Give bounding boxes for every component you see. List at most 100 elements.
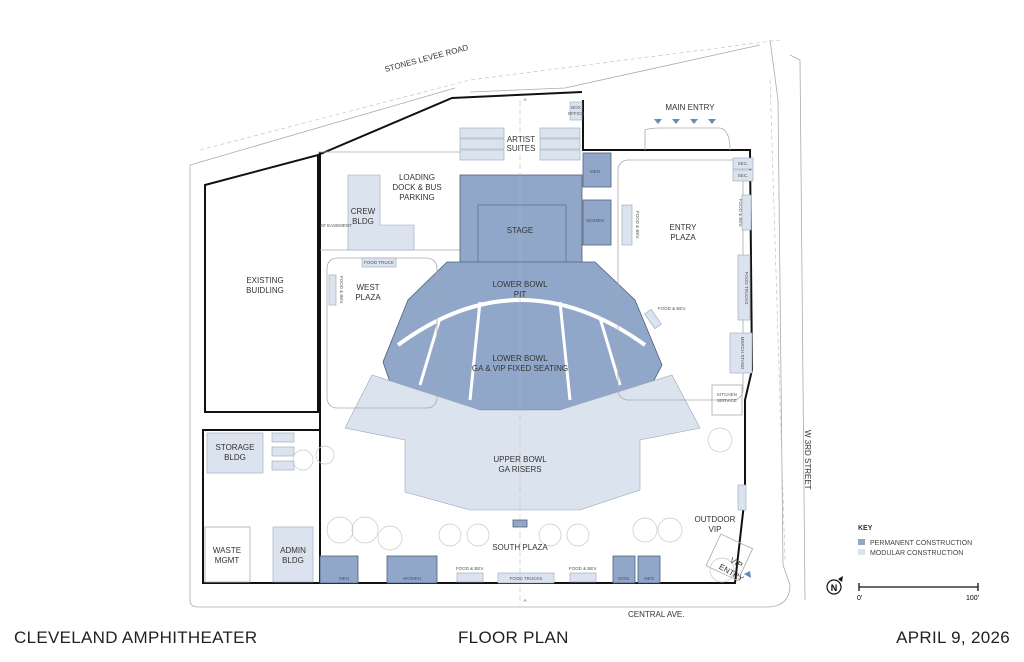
plan-label: BLDG [282,556,304,565]
restroom-wom-se [612,555,636,584]
plan-label: A [523,598,526,603]
plan-label: 20' EASEMENT [320,223,352,228]
trees [292,427,735,583]
vip-entry-arrow [744,571,751,578]
plan-label: BLDG [352,217,374,226]
plan-label: UPPER BOWL [493,455,547,464]
plan-label: OFFICE [568,111,585,116]
merch-stand [729,332,753,374]
road-label-north: STONES LEVEE ROAD [384,43,470,74]
food-trucks-south [497,572,555,584]
plan-label: ARTIST [507,135,535,144]
north-arrow-icon: N [826,576,843,595]
seating-aisles [418,301,622,401]
plan-label: WOMEN [403,576,421,581]
restroom-men-se [637,555,661,584]
plan-label: FOOD & BEV. [339,276,344,304]
stage-label: STAGE [507,226,534,235]
plan-label: 100' [966,595,979,602]
cross-aisle [396,298,647,347]
plan-label: CREW [351,207,376,216]
restroom-women-north [582,199,612,246]
plan-label: SOUTH PLAZA [492,543,548,552]
east-sidewalk [769,79,786,561]
scale-bar [858,583,979,591]
key-swatch-permanent [858,539,865,545]
plan-label: WEST [356,283,379,292]
plan-label: WASTE [213,546,241,555]
plan-label: GA RISERS [498,465,541,474]
plan-label: LOWER BOWL [492,354,548,363]
key-title: KEY [858,525,873,532]
plan-label: FOOD & BEV. [569,566,597,571]
plan-label: MERCH STAND [740,337,745,370]
box-office [569,101,583,121]
east-road-edge [789,54,806,601]
plan-label: PLAZA [355,293,381,302]
plan-label: FOOD & BEV. [738,199,743,227]
food-bev-west [328,274,337,306]
food-truck-west [361,257,397,268]
sec-2 [732,169,754,182]
artist-suites [459,127,581,161]
stage [459,174,583,266]
food-bev-kiosk [644,308,662,330]
main-entry-label: MAIN ENTRY [665,103,715,112]
plan-label: ADMIN [280,546,306,555]
existing-building-outline [204,153,319,413]
food-trucks-east [737,254,751,321]
plan-label: WOM. [618,576,631,581]
plan-label: MGMT [215,556,240,565]
plan-label: GA & VIP FIXED SEATING [472,364,568,373]
sheet-date: APRIL 9, 2026 [896,628,1010,647]
plan-label: BLDG [224,453,246,462]
crew-bldg [347,174,415,251]
venue-wall [317,91,754,584]
restroom-men-south [319,555,359,584]
site-boundary [189,39,791,608]
plan-label: OUTDOOR [695,515,736,524]
plan-label: BUIDLING [246,286,284,295]
outdoor-vip-bar [737,484,747,511]
upper-bowl [344,374,701,511]
road-label-south: CENTRAL AVE. [628,610,684,619]
storage-bldg [206,432,264,474]
plan-label: PERMANENT CONSTRUCTION [870,540,972,547]
plan-label: MEN [590,169,600,174]
kitchen-service [711,384,743,416]
plan-label: MODULAR CONSTRUCTION [870,550,963,557]
plan-label: FOOD TRUCKS [510,576,543,581]
sheet-title: FLOOR PLAN [458,628,569,647]
plan-label: FOOD TRUCKS [744,272,749,305]
main-entry-gates [654,119,716,124]
plan-label: SUITES [507,144,536,153]
plan-label: BOX [571,105,581,110]
restroom-women-south [386,555,438,584]
food-bev-entry [621,204,633,246]
plan-label: FOOD & BEV. [635,211,640,239]
plan-label: FOOD TRUCK [364,260,394,265]
road-label-east: W 3RD STREET [803,430,812,490]
plan-label: VIP [709,525,722,534]
plan-label: MEN [644,576,654,581]
plan-label: KITCHEN [717,392,737,397]
plan-label: 0' [857,595,862,602]
plan-label: LOWER BOWL [492,280,548,289]
plan-label: N [831,583,838,593]
plan-label: PIT [514,290,527,299]
restroom-men-north [582,152,612,188]
plan-label: STORAGE [216,443,255,452]
food-bev-east [741,194,752,231]
plan-label: LOADING [399,173,435,182]
plan-label: FOOD & BEV. [658,306,686,311]
plan-label: WOMEN [586,218,604,223]
plan-label: ENTRY [670,223,698,232]
road-edge [199,39,781,151]
admin-bldg [272,526,314,583]
plan-label: EXISTING [246,276,283,285]
plan-label: A [523,97,526,102]
sec-1 [732,157,754,170]
plan-label: SEC. [738,161,749,166]
plan-label: SEC. [738,173,749,178]
plan-label: PARKING [399,193,434,202]
